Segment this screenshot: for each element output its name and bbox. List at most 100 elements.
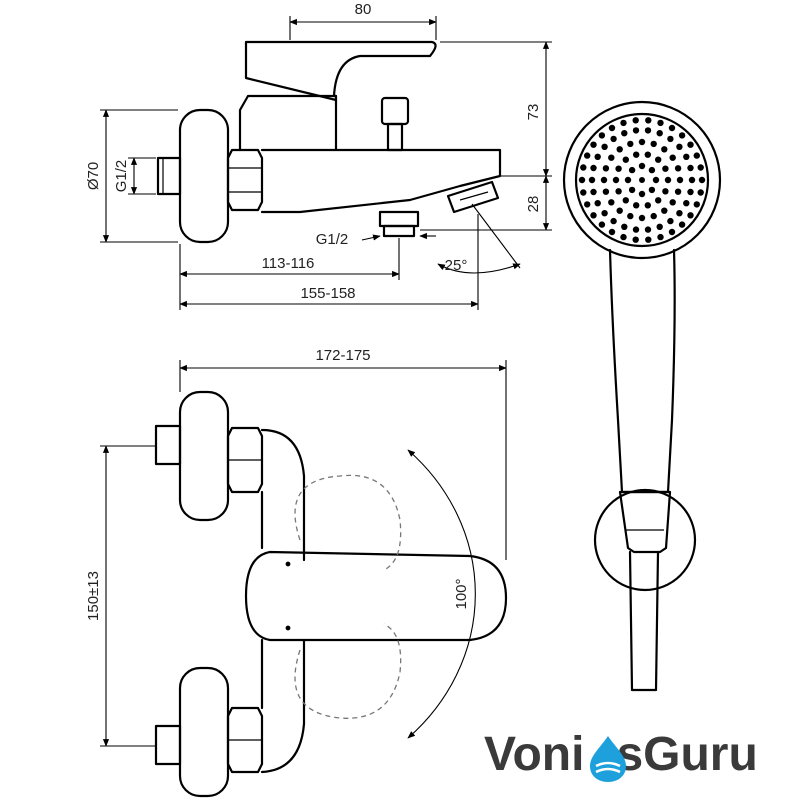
dim-center-distance: 150±13: [85, 571, 102, 621]
nozzle-dot: [601, 143, 608, 150]
nozzle-dot: [644, 202, 651, 209]
nozzle-dot: [621, 130, 628, 137]
nozzle-dot: [632, 127, 640, 134]
spout-aerator: [446, 180, 500, 214]
shower-head-outer: [562, 100, 722, 260]
side-view: 80 73 28 Ø70 G1/2 G1/2 113-116 155-158: [85, 1, 552, 310]
nozzle-dot: [676, 210, 683, 217]
nozzle-dot: [610, 217, 617, 225]
nozzle-dot: [638, 138, 646, 146]
nozzle-dot: [590, 164, 597, 172]
nozzle-dot: [683, 153, 690, 160]
nozzle-dot: [650, 212, 657, 220]
nozzle-dot: [608, 154, 615, 161]
nozzle-dot: [655, 156, 662, 163]
dim-lever-rotation: 100°: [453, 578, 470, 609]
front-body: [260, 428, 306, 774]
dim-thread-bottom: G1/2: [316, 231, 349, 248]
nozzle-dot: [697, 189, 704, 196]
nozzle-dot: [621, 223, 628, 230]
front-lever: [244, 550, 508, 642]
nozzle-dot: [657, 233, 664, 241]
mixer-lever: [244, 40, 437, 102]
mixer-body: [238, 94, 502, 214]
nozzle-dot: [674, 188, 682, 195]
nozzle-dot: [628, 166, 636, 174]
nozzle-dot: [650, 140, 657, 148]
nozzle-dot: [638, 214, 646, 222]
dim-height-28: 28: [525, 196, 542, 213]
bottom-outlet-thread: [382, 224, 416, 238]
nozzle-dot: [667, 217, 674, 225]
nozzle-dot: [678, 132, 686, 139]
nozzle-dot: [588, 176, 596, 184]
nozzle-dot: [645, 236, 652, 243]
nozzle-dot: [633, 151, 640, 158]
nozzle-dot: [590, 141, 597, 148]
nozzle-dot: [655, 197, 662, 204]
nozzle-dot: [632, 226, 640, 233]
nozzle-dot: [598, 132, 606, 139]
nozzle-dot: [662, 188, 669, 195]
nozzle-dot: [601, 210, 608, 217]
nozzle-dot: [645, 117, 652, 124]
nozzle-dot: [633, 202, 640, 209]
nozzle-dot: [578, 176, 586, 184]
nozzle-dot: [638, 162, 646, 170]
nozzle-dot: [669, 199, 676, 206]
nozzle-dot: [661, 207, 668, 214]
nozzle-dot: [615, 188, 622, 195]
nozzle-dot: [602, 165, 610, 172]
nozzle-dot: [627, 140, 634, 148]
nozzle-dot: [610, 135, 617, 143]
logo-part-c: Guru: [643, 728, 758, 781]
nozzle-dot: [638, 190, 646, 198]
wall-bracket: [593, 488, 697, 592]
nozzle-dot: [648, 166, 656, 174]
nozzle-dot: [632, 236, 639, 243]
nozzle-dot: [687, 164, 694, 172]
nozzle-dot: [674, 165, 682, 172]
upper-rosette: [178, 390, 230, 522]
nozzle-dot: [656, 223, 663, 230]
nozzle-dot: [615, 165, 622, 172]
nozzle-dot: [687, 188, 694, 196]
front-view: 172-175 100° 150±13: [85, 347, 508, 798]
dim-front-width: 172-175: [315, 347, 370, 364]
nozzle-dot: [693, 152, 700, 159]
nozzle-dot: [632, 117, 639, 124]
nozzle-dot: [688, 176, 696, 184]
nozzle-dot: [594, 200, 601, 207]
nozzle-dot: [600, 176, 608, 184]
nozzle-dot: [644, 127, 652, 134]
nozzle-dot: [668, 124, 676, 132]
shower-head-inner: [574, 112, 710, 248]
nozzle-dot: [608, 199, 615, 206]
shower-nozzles: [578, 117, 706, 243]
dim-reach-short: 113-116: [262, 255, 315, 272]
nozzle-dot: [652, 176, 660, 184]
nozzle-dot: [687, 212, 694, 219]
nozzle-dot: [624, 176, 632, 184]
shower-hose: [628, 550, 660, 692]
hex-nut: [226, 148, 264, 212]
lever-rotated-down: [294, 623, 402, 719]
nozzle-dot: [661, 146, 668, 153]
nozzle-dot: [644, 151, 651, 158]
nozzle-dot: [598, 221, 606, 228]
lower-inlet: [154, 724, 182, 766]
diverter-knob: [380, 96, 410, 126]
nozzle-dot: [697, 164, 704, 171]
nozzle-dot: [676, 176, 684, 184]
nozzle-dot: [678, 221, 686, 228]
dim-angle-spout: 25°: [445, 257, 468, 274]
nozzle-dot: [590, 212, 597, 219]
nozzle-dot: [664, 176, 672, 184]
wall-rosette: [178, 108, 230, 244]
nozzle-dot: [590, 188, 597, 196]
nozzle-dot: [620, 233, 627, 241]
dim-thread-left: G1/2: [113, 160, 130, 193]
dim-top-width: 80: [355, 1, 372, 18]
